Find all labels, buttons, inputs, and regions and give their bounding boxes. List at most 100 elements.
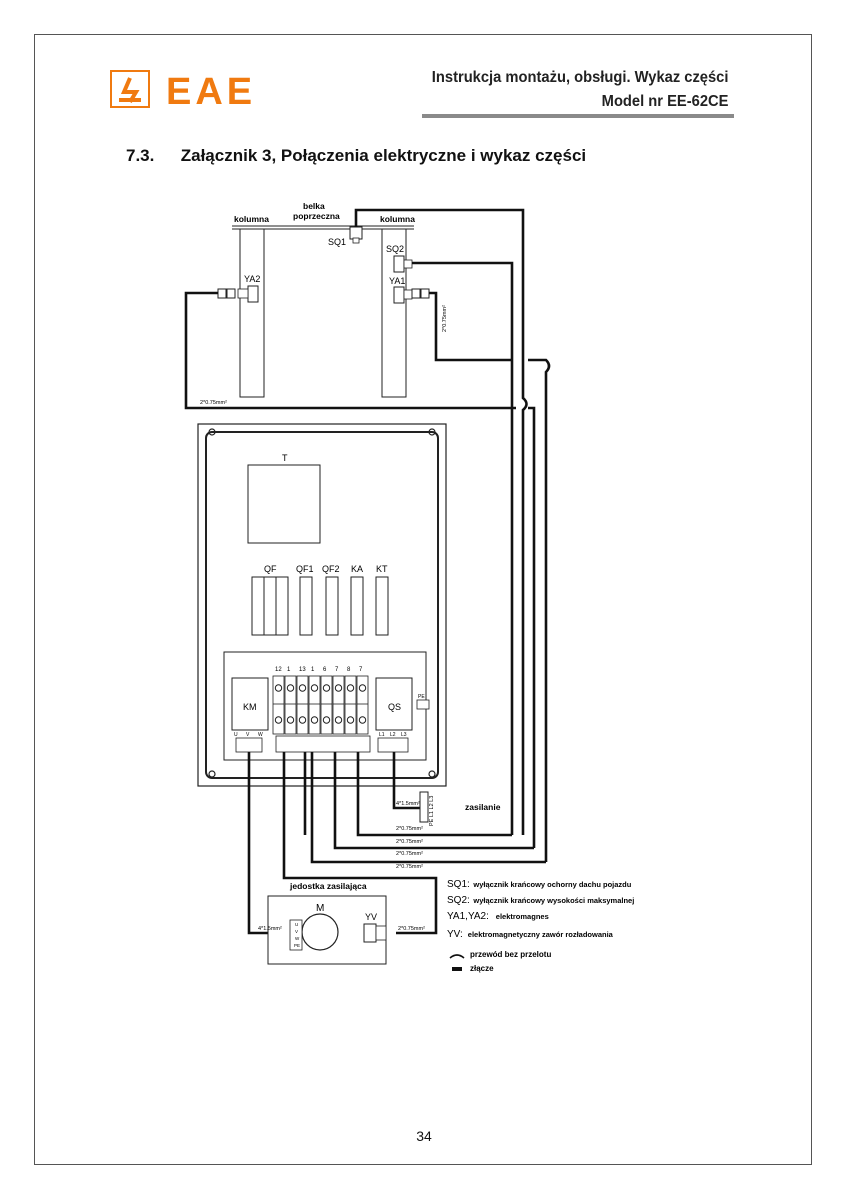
wire-label-motor: 4*1.5mm² [258,926,282,932]
top-wiring [184,208,551,862]
section-heading: 7.3. Załącznik 3, Połączenia elektryczne… [126,146,586,166]
terminal-screw [322,716,331,724]
terminal-screw [322,684,331,692]
wire-label-3: 2*0.75mm² [396,851,423,857]
qs-l2: L2 [390,732,396,738]
terminal-screw [346,716,355,724]
kt-label: KT [376,564,388,574]
legend-symbol-connector-text: złącze [470,964,494,973]
wire-label-top-left: 2*0.75mm² [200,400,227,406]
sq1-switch: SQ1 [328,226,363,247]
wire-label-valve: 2*0.75mm² [398,926,425,932]
terminal [320,675,333,735]
terminal-screw [334,716,343,724]
legend: SQ1:wyłącznik krańcowy ochorny dachu poj… [447,879,634,940]
km-v: V [246,732,250,738]
supply-connector: PE L1 L2 L3 zasilanie [419,791,501,826]
terminal-screw [274,684,283,692]
column-right-label: kolumna [380,214,415,224]
terminal-screw [358,684,367,692]
terminal-number: 13 [299,667,306,673]
terminal-screw [286,684,295,692]
svg-text:EAE: EAE [166,71,256,110]
terminal-screw [310,716,319,724]
qf-label: QF [264,564,277,574]
ka-label: KA [351,564,363,574]
terminal-screw [274,716,283,724]
eae-logo: EAE [110,70,300,115]
legend-code: SQ2: [447,895,470,906]
control-box [197,423,447,787]
legend-text: elektromagnetyczny zawór rozładowania [468,930,614,939]
wire-crossover-symbol [449,954,465,959]
ya2-magnet: YA2 [237,274,260,303]
terminal-number: 7 [335,667,339,673]
wire-label-top-right: 2*0.75mm² [442,305,448,332]
bottom-wiring [247,752,546,935]
terminal-screw [298,684,307,692]
terminal [344,675,357,735]
lift-frame [232,225,414,398]
supply-label: zasilanie [465,802,501,812]
ya2-label: YA2 [244,274,260,284]
terminal-number: 8 [347,667,351,673]
qf2-label: QF2 [322,564,340,574]
qs-l1: L1 [379,732,385,738]
terminal [272,675,285,735]
km-w: W [258,732,263,738]
motor-label: M [316,903,324,914]
terminal-screw [358,716,367,724]
motor-u: U [295,922,298,927]
terminal [308,675,321,735]
wire-label-2: 2*0.75mm² [396,839,423,845]
motor-pe: PE [294,943,300,948]
wire-label-supply: 4*1.5mm² [396,801,420,807]
header-title: Instrukcja montażu, obsługi. Wykaz częśc… [431,66,728,114]
header-rule [422,114,734,118]
legend-code: YV: [447,929,463,940]
km-contactor: KM U V W [231,677,269,753]
valve-label: YV [365,912,377,922]
section-title: Załącznik 3, Połączenia elektryczne i wy… [180,146,587,165]
km-label: KM [243,702,257,712]
legend-symbol-wire-text: przewód bez przelotu [470,950,551,959]
header-title-line1: Instrukcja montażu, obsługi. Wykaz częśc… [431,69,728,86]
page-number: 34 [416,1128,432,1144]
km-u: U [234,732,238,738]
transformer-t [247,464,321,544]
terminal-base [275,735,371,753]
connector-symbol [452,967,462,971]
power-unit: jedostka zasilająca M U V W PE YV [267,881,387,965]
terminal [332,675,345,735]
ya1-label: YA1 [389,276,405,286]
ya1-magnet: YA1 [389,276,413,304]
terminal [284,675,297,735]
legend-symbols: przewód bez przelotu złącze [449,950,551,973]
supply-terminals: PE L1 L2 L3 [429,796,435,826]
qf1-label: QF1 [296,564,314,574]
page-border [34,34,812,1165]
legend-code: SQ1: [447,879,470,890]
header-model: Model nr EE-62CE [601,93,728,110]
column-left-label: kolumna [234,214,269,224]
terminal-number: 1 [311,667,315,673]
legend-code: YA1,YA2: [447,911,489,922]
motor-m [301,913,339,951]
terminal-screw [298,716,307,724]
qs-l3: L3 [401,732,407,738]
wire-label-1: 2*0.75mm² [396,826,423,832]
qs-switch: QS L1 L2 L3 [375,677,413,753]
legend-text: elektromagnes [496,912,549,921]
wire-label-4: 2*0.75mm² [396,864,423,870]
terminal-number: 1 [287,667,291,673]
qs-label: QS [388,702,401,712]
pe-terminal [416,699,430,710]
terminal-screw [286,716,295,724]
valve-yv [363,923,377,943]
sq2-switch: SQ2 [386,244,413,273]
breakers [251,576,389,636]
sq1-label: SQ1 [328,237,346,247]
transformer-label: T [282,453,288,463]
